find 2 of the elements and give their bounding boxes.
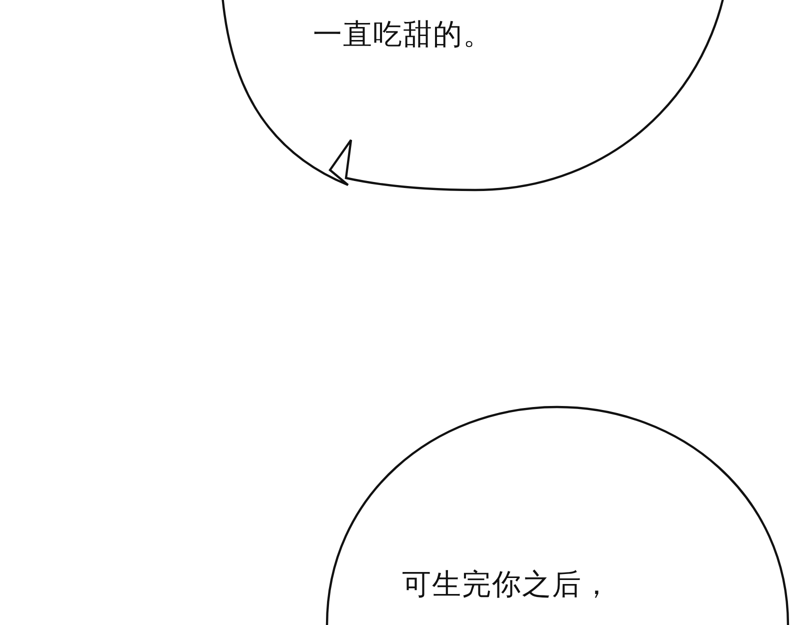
dialogue-text: 可生完你之后， xyxy=(402,566,612,603)
dialogue-text: 一直吃甜的。 xyxy=(313,16,493,53)
